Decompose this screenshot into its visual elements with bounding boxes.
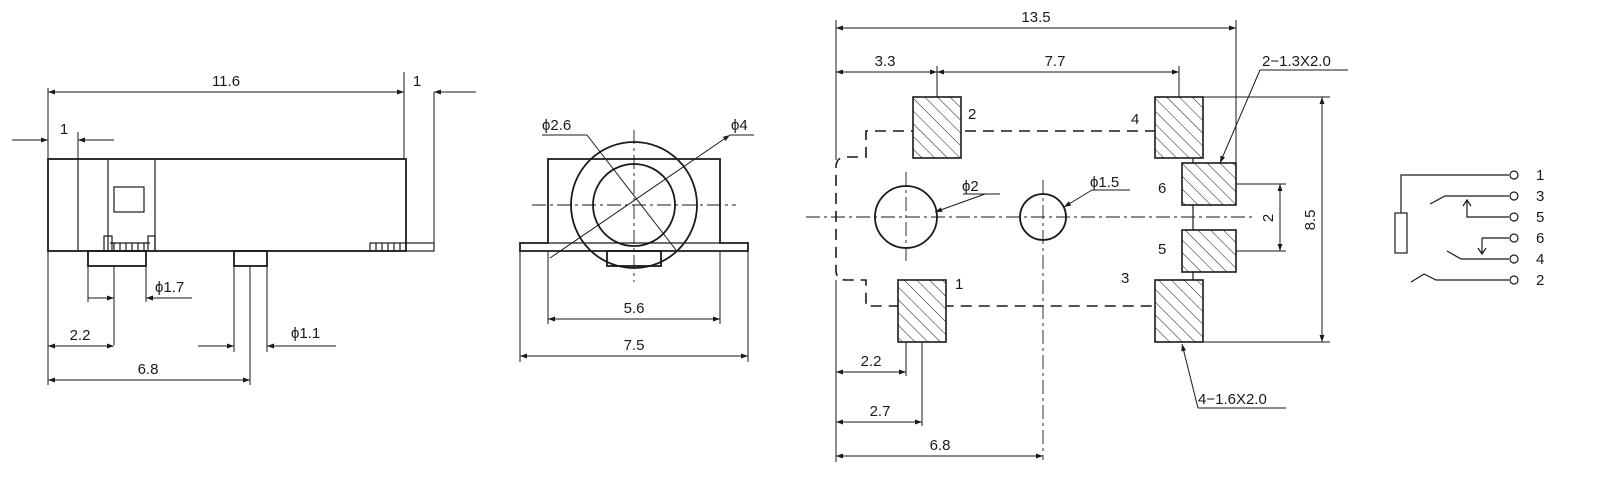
footprint-dim-bottom-2-label: 2.7 — [870, 403, 891, 420]
schematic-terminal-1 — [1509, 170, 1519, 180]
pad-2 — [912, 96, 962, 159]
side-view-pins — [87, 250, 268, 267]
front-total-width-label: 7.5 — [624, 337, 645, 354]
schematic-terminal-2 — [1509, 275, 1519, 285]
side-pin1-pos-label: 2.2 — [70, 327, 91, 344]
footprint-dim-left-label: 3.3 — [875, 53, 896, 70]
schematic-terminal-5 — [1509, 212, 1519, 222]
mount-hole-large — [874, 185, 938, 249]
pad-label-2: 2 — [968, 106, 976, 123]
footprint-pad-spec-large-label: 4−1.6X2.0 — [1198, 391, 1267, 408]
side-view: 11.6 1 1 ϕ1.7 ϕ1.1 — [12, 72, 476, 385]
front-view: ϕ2.6 ϕ4 5.6 7.5 — [519, 117, 754, 362]
side-pin1-dia-label: ϕ1.7 — [155, 279, 184, 296]
footprint-dim-mid-label: 7.7 — [1045, 53, 1066, 70]
front-view-body — [519, 130, 749, 282]
schematic-pin-label-3: 3 — [1536, 188, 1544, 205]
pad-6 — [1181, 162, 1237, 206]
dim-footprint-pad-spec-small: 2−1.3X2.0 — [1219, 53, 1348, 164]
schematic-pin-label-6: 6 — [1536, 230, 1544, 247]
pad-label-5: 5 — [1158, 241, 1166, 258]
schematic-plug-symbol — [1394, 212, 1408, 254]
footprint-hole-large-label: ϕ2 — [962, 178, 979, 195]
side-front-offset-label: 1 — [60, 121, 68, 138]
front-outer-dia-label: ϕ4 — [731, 117, 748, 134]
dim-front-outer-dia: ϕ4 — [549, 117, 754, 259]
dim-side-pin1-pos: 2.2 — [47, 251, 114, 385]
pad-label-4: 4 — [1131, 111, 1139, 128]
front-hole-dia-label: ϕ2.6 — [542, 117, 571, 134]
schematic: 1 3 5 6 4 2 — [1394, 167, 1544, 289]
pad-3 — [1154, 279, 1204, 343]
footprint-hole-small-label: ϕ1.5 — [1090, 174, 1119, 191]
pad-label-1: 1 — [955, 276, 963, 293]
dim-footprint-hole-large: ϕ2 — [934, 178, 1000, 213]
dim-footprint-hole-small: ϕ1.5 — [1063, 174, 1130, 208]
dim-footprint-height: 8.5 — [1203, 96, 1330, 343]
dim-footprint-top: 3.3 7.7 — [836, 53, 1180, 97]
schematic-pin-label-1: 1 — [1536, 167, 1544, 184]
side-right-tab-label: 1 — [413, 73, 421, 90]
dim-footprint-pad-gap: 2 — [1236, 183, 1286, 252]
footprint-outline — [835, 130, 1156, 307]
dim-footprint-length: 13.5 — [835, 9, 1237, 163]
dim-side-pin1-dia: ϕ1.7 — [87, 266, 192, 345]
pad-label-3: 3 — [1121, 270, 1129, 287]
schematic-terminal-4 — [1509, 254, 1519, 264]
side-pin2-dia-label: ϕ1.1 — [291, 325, 320, 342]
side-length-label: 11.6 — [212, 73, 240, 90]
footprint-pad-spec-small-label: 2−1.3X2.0 — [1262, 53, 1331, 70]
mount-hole-small — [1019, 193, 1067, 241]
schematic-terminal-3 — [1509, 191, 1519, 201]
pad-label-6: 6 — [1158, 180, 1166, 197]
pad-5 — [1181, 229, 1237, 273]
footprint-height-label: 8.5 — [1302, 210, 1319, 231]
pad-4 — [1154, 96, 1204, 159]
footprint-dim-bottom-1-label: 2.2 — [861, 353, 882, 370]
side-pin2-pos-label: 6.8 — [138, 361, 159, 378]
dim-side-right-tab: 1 — [413, 73, 476, 243]
footprint-pad-gap-label: 2 — [1260, 214, 1277, 222]
footprint-view: 2 4 6 5 1 3 13.5 3.3 7.7 2−1.3X2.0 — [806, 9, 1348, 462]
dim-footprint-bottom: 2.2 2.7 6.8 — [835, 280, 1043, 462]
footprint-length-label: 13.5 — [1021, 9, 1050, 26]
dim-side-length: 11.6 — [47, 72, 405, 159]
schematic-pin-label-5: 5 — [1536, 209, 1544, 226]
front-body-width-label: 5.6 — [624, 300, 645, 317]
schematic-terminal-6 — [1509, 233, 1519, 243]
dim-footprint-pad-spec-large: 4−1.6X2.0 — [1181, 343, 1286, 409]
schematic-pin-label-4: 4 — [1536, 251, 1544, 268]
side-view-body — [47, 158, 435, 252]
dim-front-hole-dia: ϕ2.6 — [542, 117, 677, 251]
dim-side-pin2-pos: 6.8 — [48, 266, 251, 385]
schematic-pin-label-2: 2 — [1536, 272, 1544, 289]
dim-front-body-width: 5.6 — [547, 251, 721, 324]
footprint-dim-bottom-3-label: 6.8 — [930, 437, 951, 454]
pad-1 — [897, 279, 947, 343]
dim-front-total-width: 7.5 — [519, 251, 749, 362]
dim-side-pin2-dia: ϕ1.1 — [198, 266, 336, 352]
dim-side-front-offset: 1 — [12, 121, 114, 159]
